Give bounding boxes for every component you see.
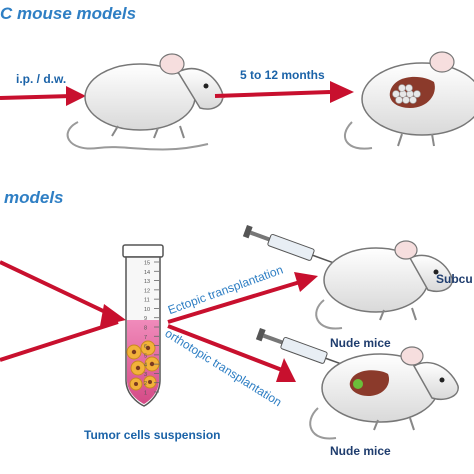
syringe-icon-ectopic xyxy=(242,225,336,265)
nude-mouse-icon-2 xyxy=(309,346,459,440)
tumor-nodule-icon xyxy=(353,379,363,389)
tube-scale-label: 8 xyxy=(144,326,147,332)
arrow-to-mouse-2 xyxy=(214,81,354,103)
nude-mice-label-2: Nude mice xyxy=(330,444,391,458)
tube-scale-label: 11 xyxy=(144,298,150,304)
tube-scale-label: 12 xyxy=(144,288,150,294)
tube-scale-label: 6 xyxy=(144,344,147,350)
syringe-icon-orthotopic xyxy=(255,328,349,368)
tube-scale-label: 5 xyxy=(144,353,147,359)
nude-mouse-icon-1 xyxy=(315,240,453,330)
tumor-nodules-icon xyxy=(392,84,421,104)
tube-scale-label: 14 xyxy=(144,270,150,276)
tumor-cells-suspension-label: Tumor cells suspension xyxy=(84,428,221,442)
tube-scale-label: 1 xyxy=(144,391,147,397)
tube-scale-label: 2 xyxy=(144,381,147,387)
mouse-with-liver-tumor-icon xyxy=(343,51,474,150)
tube-scale-label: 10 xyxy=(144,307,150,313)
route-label: i.p. / d.w. xyxy=(16,72,67,86)
mouse-icon xyxy=(66,53,226,151)
converging-arrows xyxy=(0,260,126,362)
arrow-ectopic xyxy=(167,272,318,324)
tube-scale-label: 4 xyxy=(144,363,147,369)
subcutaneous-label: Subcu xyxy=(436,272,473,286)
nude-mice-label-1: Nude mice xyxy=(330,336,391,350)
tube-scale-label: 15 xyxy=(144,261,150,267)
tube-scale-label: 3 xyxy=(144,372,147,378)
arrow-to-mouse-1 xyxy=(0,86,86,106)
tube-scale-label: 13 xyxy=(144,279,150,285)
duration-label: 5 to 12 months xyxy=(240,68,325,82)
arrow-orthotopic xyxy=(167,324,296,382)
bottom-section-heading: models xyxy=(4,188,64,207)
tube-scale-label: 7 xyxy=(144,335,147,341)
test-tube-icon: 15 14 13 12 11 10 9 8 7 6 5 4 3 2 1 xyxy=(122,244,164,407)
top-section-heading: C mouse models xyxy=(0,4,137,23)
tube-scale-label: 9 xyxy=(144,316,147,322)
